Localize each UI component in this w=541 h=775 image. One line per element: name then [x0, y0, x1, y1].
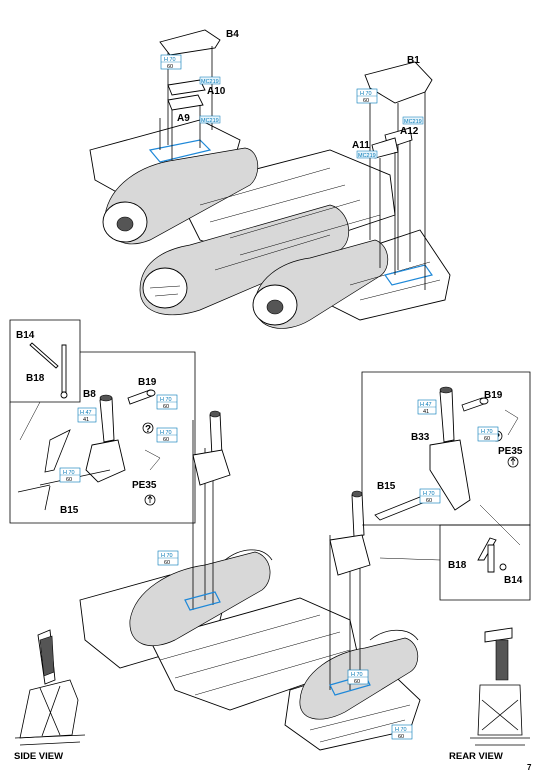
paint-code-h70-b: H 70 60 — [356, 88, 378, 104]
label-a11: A11 — [352, 140, 370, 151]
paint-code-h70-g: H 70 60 — [419, 488, 441, 504]
svg-text:41: 41 — [423, 409, 429, 415]
part-b4-shape — [159, 29, 221, 56]
inset-b14-b18-left — [19, 342, 68, 441]
side-view-label: SIDE VIEW — [14, 751, 63, 762]
page-number: 7 — [527, 763, 532, 772]
inset-b18-b14-right — [477, 537, 507, 573]
svg-text:60: 60 — [354, 679, 360, 685]
svg-text:H 70: H 70 — [423, 491, 435, 497]
paint-code-h70-a: H 70 60 — [160, 54, 182, 70]
svg-text:H 47: H 47 — [80, 410, 92, 416]
paint-code-mc219-a: MC219 — [199, 76, 221, 85]
svg-text:MC219: MC219 — [358, 153, 376, 159]
svg-text:60: 60 — [363, 98, 369, 104]
label-a12: A12 — [400, 126, 419, 137]
svg-text:H 70: H 70 — [160, 430, 172, 436]
paint-code-h70-d: H 70 60 — [156, 427, 178, 443]
svg-text:H 70: H 70 — [161, 553, 173, 559]
label-b15-left: B15 — [60, 505, 79, 516]
label-b8: B8 — [83, 389, 96, 400]
paint-code-h70-e: H 70 60 — [59, 467, 81, 483]
svg-text:MC219: MC219 — [201, 79, 219, 85]
label-b14-right: B14 — [504, 575, 523, 586]
paint-code-mc219-c: MC219 — [402, 116, 424, 125]
rear-view-drawing — [470, 627, 530, 746]
paint-code-h47-right: H 47 41 — [417, 399, 437, 415]
svg-text:60: 60 — [426, 498, 432, 504]
svg-text:H 70: H 70 — [160, 397, 172, 403]
label-b14-left: B14 — [16, 330, 35, 341]
label-pe35-left: PE35 — [132, 480, 157, 491]
label-b19-left: B19 — [138, 377, 157, 388]
svg-text:60: 60 — [167, 64, 173, 70]
svg-text:H 70: H 70 — [351, 672, 363, 678]
label-b33: B33 — [411, 432, 430, 443]
label-b4: B4 — [226, 29, 239, 40]
svg-text:60: 60 — [163, 404, 169, 410]
svg-text:60: 60 — [163, 437, 169, 443]
svg-text:H 70: H 70 — [360, 91, 372, 97]
paint-code-mc219-b: MC219 — [199, 115, 221, 124]
svg-text:60: 60 — [398, 734, 404, 740]
top-parts — [159, 29, 433, 290]
paint-code-h70-i: H 70 60 — [347, 669, 369, 685]
left-detail-frame — [9, 319, 196, 524]
part-a10-shape — [167, 79, 206, 96]
svg-text:H 70: H 70 — [481, 429, 493, 435]
paint-code-h70-f: H 70 60 — [477, 426, 499, 442]
side-view-drawing — [14, 629, 86, 746]
part-a9-shape — [167, 94, 204, 111]
label-pe35-right: PE35 — [498, 446, 523, 457]
svg-text:H 70: H 70 — [63, 470, 75, 476]
label-b19-right: B19 — [484, 390, 503, 401]
label-a10: A10 — [207, 86, 226, 97]
svg-text:60: 60 — [484, 436, 490, 442]
svg-text:60: 60 — [164, 560, 170, 566]
svg-text:41: 41 — [83, 417, 89, 423]
paint-code-h70-h: H 70 60 — [157, 550, 179, 566]
bottom-aircraft-drawing — [79, 410, 441, 751]
label-a9: A9 — [177, 113, 190, 124]
label-b18-left: B18 — [26, 373, 45, 384]
label-b1: B1 — [407, 55, 420, 66]
label-b18-right: B18 — [448, 560, 467, 571]
paint-code-h70-c: H 70 60 — [156, 394, 178, 410]
question-symbol-left: ? — [145, 424, 151, 435]
paint-code-h70-j: H 70 60 — [391, 724, 413, 740]
svg-text:60: 60 — [66, 477, 72, 483]
right-gear-assembly: ? — [374, 386, 521, 546]
svg-text:H 70: H 70 — [395, 727, 407, 733]
svg-text:H 70: H 70 — [164, 57, 176, 63]
paint-code-h47-left: H 47 41 — [77, 407, 97, 423]
rear-view-label: REAR VIEW — [449, 751, 503, 762]
svg-text:H 47: H 47 — [420, 402, 432, 408]
svg-text:MC219: MC219 — [404, 119, 422, 125]
svg-text:MC219: MC219 — [201, 118, 219, 124]
top-aircraft-drawing — [89, 119, 451, 329]
left-gear-assembly: ? — [17, 389, 161, 511]
label-b15-right: B15 — [377, 481, 396, 492]
paint-code-mc219-d: MC219 — [356, 150, 378, 159]
